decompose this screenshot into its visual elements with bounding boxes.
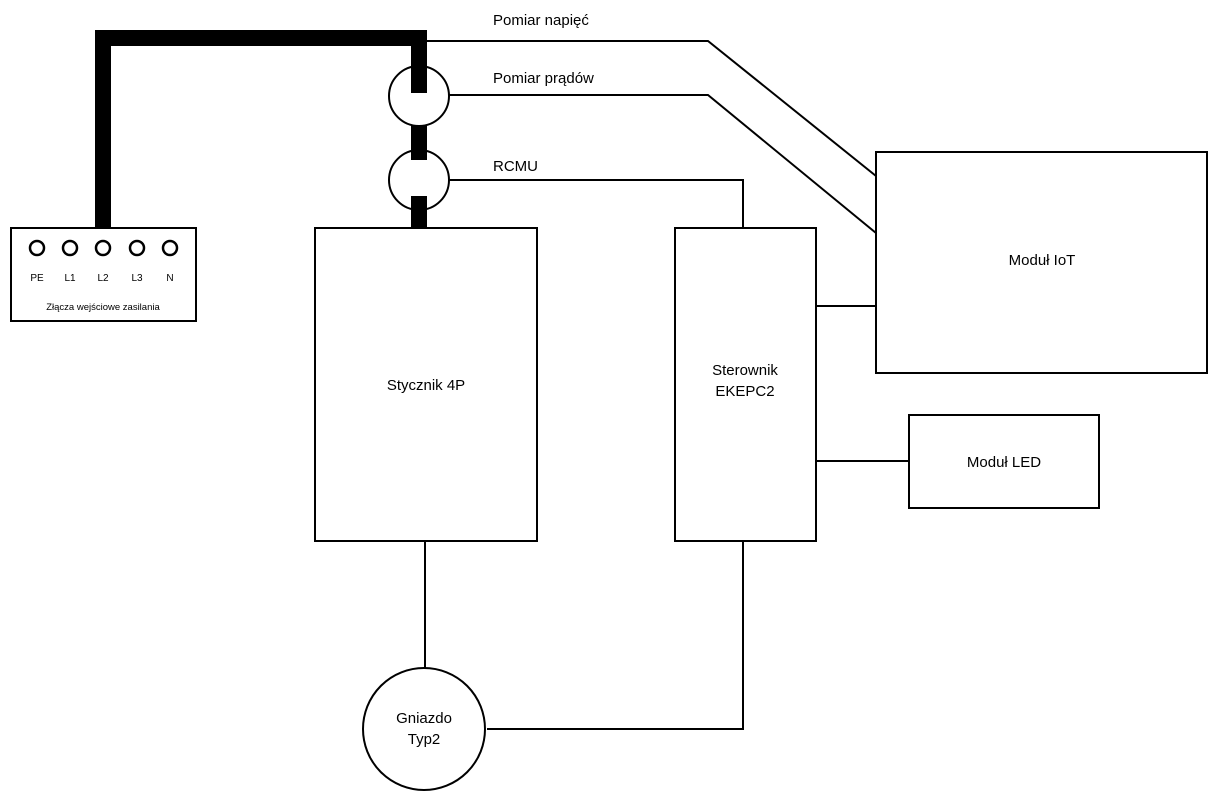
rcmu-line xyxy=(449,179,744,227)
current-measurement-label: Pomiar prądów xyxy=(493,70,594,87)
type2-socket xyxy=(362,667,486,791)
socket-label-line1: Gniazdo xyxy=(396,710,452,727)
terminal-pin-pe-icon xyxy=(28,239,46,257)
voltage-measurement-line xyxy=(427,40,877,177)
contactor-block xyxy=(314,227,538,542)
power-bus xyxy=(95,30,427,228)
controller-label-line2: EKEPC2 xyxy=(715,383,774,400)
controller-label-line1: Sterownik xyxy=(712,362,778,379)
terminal-pin-n-icon xyxy=(161,239,179,257)
controller-block xyxy=(674,227,817,542)
terminal-pin-l1-icon xyxy=(61,239,79,257)
terminal-pin-label: L1 xyxy=(64,273,76,284)
terminal-pin-l2-icon xyxy=(94,239,112,257)
terminal-pin-label: N xyxy=(166,273,173,284)
terminal-block-caption: Złącza wejściowe zasilania xyxy=(46,302,160,313)
contactor-label: Stycznik 4P xyxy=(387,377,465,394)
voltage-measurement-label: Pomiar napięć xyxy=(493,12,589,29)
iot-module-block xyxy=(875,151,1208,374)
iot-module-label: Moduł IoT xyxy=(1009,252,1076,269)
terminal-pin-label: PE xyxy=(30,273,44,284)
terminal-pin-label: L3 xyxy=(131,273,143,284)
controller-socket-link xyxy=(487,541,744,730)
led-module-label: Moduł LED xyxy=(967,454,1041,471)
current-measurement-line xyxy=(449,94,877,234)
socket-label-line2: Typ2 xyxy=(408,731,441,748)
rcmu-label: RCMU xyxy=(493,158,538,175)
terminal-pin-l3-icon xyxy=(128,239,146,257)
terminal-pin-label: L2 xyxy=(97,273,109,284)
